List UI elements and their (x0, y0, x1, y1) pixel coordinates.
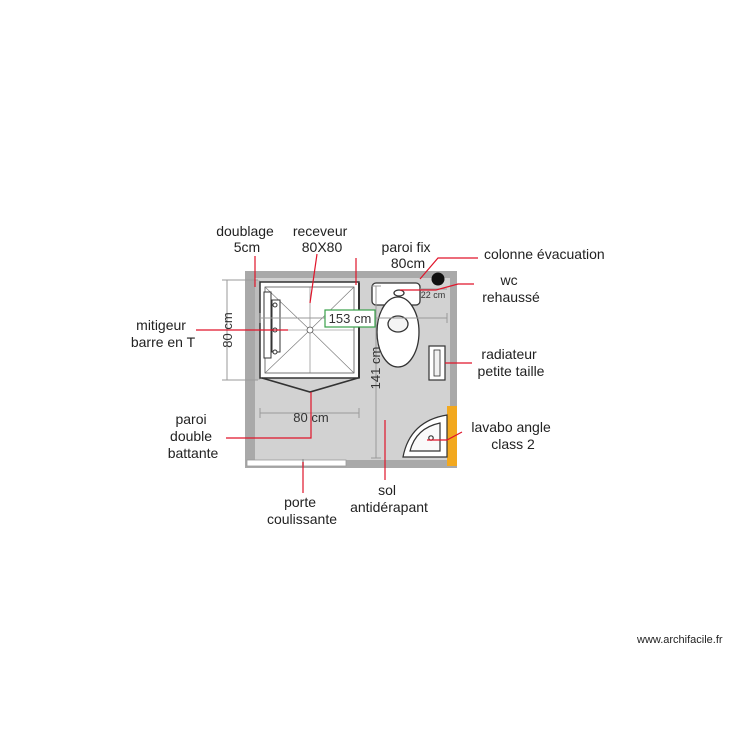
label-wc: wc rehaussé (482, 272, 540, 305)
toilet-icon (371, 282, 421, 368)
corner-washbasin-icon (402, 414, 448, 458)
mixer-tap-icon (263, 291, 281, 359)
double-swing-door-icon (261, 377, 359, 393)
shower-drain-icon (306, 326, 314, 334)
drain-column-icon (431, 272, 445, 286)
label-sol: sol antidérapant (350, 482, 428, 515)
label-paroi-double: paroi double battante (168, 411, 219, 461)
label-radiateur: radiateur petite taille (478, 346, 545, 379)
washbasin-wall-strip (447, 406, 457, 466)
wc-gap-dimension: 22 cm (421, 290, 446, 300)
sliding-door (246, 459, 347, 467)
shower (259, 281, 360, 393)
room-width-dimension: 153 cm (329, 311, 372, 326)
leader-lines (196, 253, 478, 493)
toilet-seat (387, 315, 409, 333)
room-depth-dimension: 141 cm (368, 347, 383, 390)
label-receveur: receveur 80X80 (293, 223, 351, 255)
label-lavabo: lavabo angle class 2 (471, 419, 554, 452)
label-porte: porte coulissante (267, 494, 337, 527)
label-mitigeur: mitigeur barre en T (131, 317, 196, 350)
label-doublage: doublage 5cm (216, 223, 278, 255)
label-paroi-fix: paroi fix 80cm (382, 239, 435, 271)
room-width-box (324, 309, 376, 328)
label-colonne-evacuation: colonne évacuation (484, 246, 605, 262)
toilet-flush-button (393, 289, 405, 297)
radiator-icon (428, 345, 446, 381)
credit-link[interactable]: www.archifacile.fr (636, 634, 723, 646)
